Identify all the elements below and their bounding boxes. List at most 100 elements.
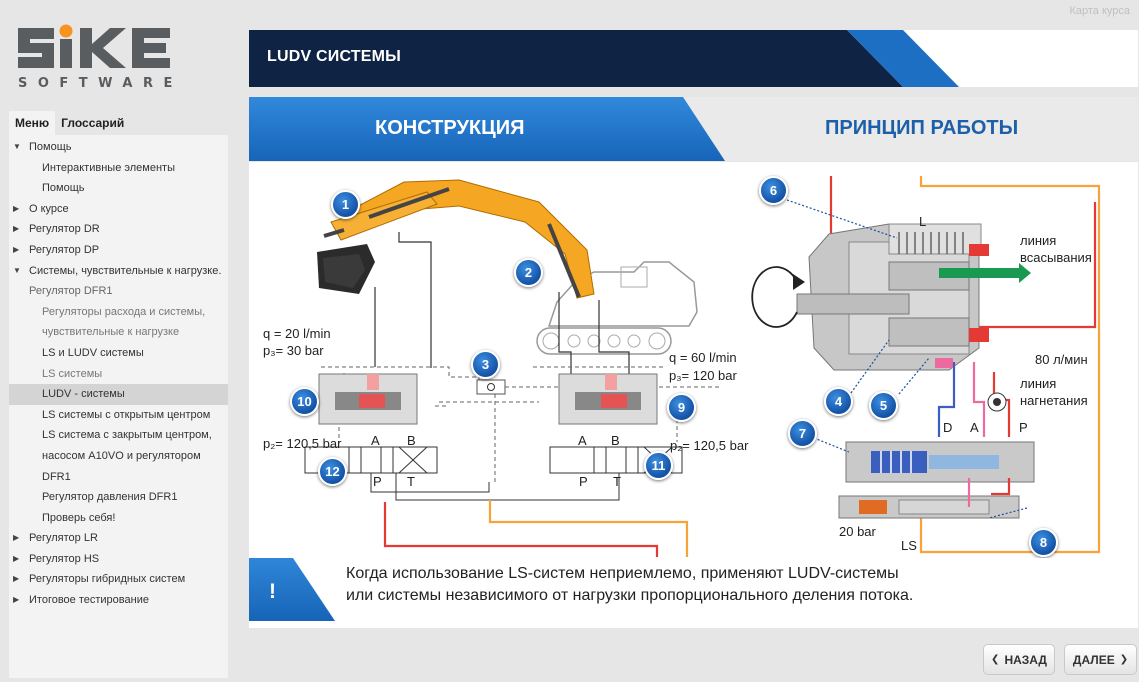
port-t-left: T (407, 474, 415, 489)
nav-item[interactable]: ▶Регулятор LR (9, 528, 228, 549)
info-note: ! Когда использование LS-систем неприемл… (249, 558, 1138, 621)
nav-item-label: Регуляторы гибридных систем (29, 573, 186, 586)
nav-item-label: LS системы (42, 367, 103, 380)
chevron-left-icon: ❮ (991, 654, 1000, 665)
nav-item[interactable]: LS системы с открытым центром (9, 405, 228, 426)
nav-item[interactable]: ▶Регулятор HS (9, 549, 228, 570)
nav-item-label: LUDV - системы (42, 388, 125, 401)
nav-item-label: Регуляторы расхода и системы, (42, 305, 206, 318)
triangle-down-icon: ▼ (13, 265, 21, 275)
label-pressure-p3-left: p₃= 30 bar (263, 343, 324, 358)
nav-item[interactable]: чувствительные к нагрузке (9, 322, 228, 343)
nav-item[interactable]: ▶ Регулятор DR (9, 219, 228, 240)
nav-item-label: LS и LUDV системы (42, 346, 144, 359)
marker-11[interactable]: 11 (644, 451, 673, 480)
port-b-left: B (407, 433, 416, 448)
course-map-link[interactable]: Карта курса (1069, 5, 1130, 17)
label-pressure-p2-right: p₂= 120,5 bar (670, 438, 749, 453)
diagram-drawing (304, 176, 1101, 557)
marker-7[interactable]: 7 (788, 419, 817, 448)
note-banner: ! (249, 558, 335, 621)
nav-tab-menu[interactable]: Меню (9, 111, 56, 135)
nav-item[interactable]: LS системы (9, 364, 228, 385)
nav-item[interactable]: ▶Регуляторы гибридных систем (9, 569, 228, 590)
port-b-right: B (611, 433, 620, 448)
nav-item-label: LS системы с открытым центром (42, 408, 211, 421)
label-pressure-p3-right: p₃= 120 bar (669, 368, 737, 383)
nav-item[interactable]: Помощь (9, 178, 228, 199)
chevron-right-icon: ❯ (1119, 654, 1129, 665)
triangle-right-icon: ▶ (13, 203, 20, 213)
port-l: L (919, 214, 927, 229)
nav-item-label: Регулятор HS (29, 552, 100, 565)
nav-item-label: Помощь (42, 182, 85, 195)
nav-item-label: О курсе (29, 202, 69, 215)
marker-2[interactable]: 2 (514, 258, 543, 287)
next-button-label: ДАЛЕЕ (1072, 652, 1115, 667)
marker-12[interactable]: 12 (318, 457, 347, 486)
port-a-left: A (371, 433, 380, 448)
nav-item-label: Регулятор DP (29, 243, 100, 256)
marker-6[interactable]: 6 (759, 176, 788, 205)
nav-item[interactable]: Проверь себя! (9, 508, 228, 529)
port-p-pump: P (1019, 420, 1028, 435)
marker-1[interactable]: 1 (331, 190, 360, 219)
label-pressure-line: линия нагнетания (1020, 376, 1088, 408)
nav-tabs: Меню Глоссарий (9, 111, 228, 135)
nav-item-label: Интерактивные элементы (42, 161, 175, 174)
label-flow-pump: 80 л/мин (1035, 352, 1088, 367)
ludv-diagram: q = 20 l/min p₃= 30 bar q = 60 l/min p₃=… (249, 162, 1138, 557)
nav-item-label: Регулятор DR (29, 223, 100, 236)
marker-5[interactable]: 5 (869, 391, 898, 420)
port-d: D (943, 420, 953, 435)
port-a-right: A (578, 433, 587, 448)
next-button[interactable]: ДАЛЕЕ ❯ (1064, 644, 1137, 675)
nav-item-label: Регулятор DFR1 (29, 285, 113, 298)
nav-item-label: Проверь себя! (42, 511, 116, 524)
nav-item-label: Помощь (29, 141, 72, 153)
nav-item[interactable]: насосом A10VO и регулятором (9, 446, 228, 467)
nav-item-label: чувствительные к нагрузке (42, 326, 180, 339)
tab-construction[interactable]: КОНСТРУКЦИЯ (375, 117, 525, 139)
nav-item-label: LS система с закрытым центром, (42, 429, 212, 442)
nav-item[interactable]: Регуляторы расхода и системы, (9, 302, 228, 323)
page-title: LUDV СИСТЕМЫ (267, 48, 402, 65)
port-p-left: P (373, 474, 382, 489)
nav-item-label: Системы, чувствительные к нагрузке. (29, 264, 222, 277)
exclamation-icon: ! (269, 580, 276, 603)
tab-principle[interactable]: ПРИНЦИП РАБОТЫ (825, 117, 1019, 139)
nav-item[interactable]: LUDV - системы (9, 384, 228, 405)
marker-3[interactable]: 3 (471, 350, 500, 379)
note-text: Когда использование LS-систем неприемлем… (346, 563, 913, 607)
nav-item[interactable]: Интерактивные элементы (9, 158, 228, 179)
marker-4[interactable]: 4 (824, 387, 853, 416)
page-header: LUDV СИСТЕМЫ (249, 30, 1138, 87)
nav-tab-glossary[interactable]: Глоссарий (61, 116, 125, 130)
nav-item[interactable]: ▶ О курсе (9, 199, 228, 220)
back-button[interactable]: ❮ НАЗАД (983, 644, 1055, 675)
nav-item[interactable]: ▼Помощь (9, 137, 228, 158)
nav-item[interactable]: LS система с закрытым центром, (9, 425, 228, 446)
nav-item-label: DFR1 (42, 470, 71, 483)
nav-item-label: Регулятор давления DFR1 (42, 491, 178, 504)
marker-8[interactable]: 8 (1029, 528, 1058, 557)
note-line-1: Когда использование LS-систем неприемлем… (346, 565, 899, 582)
nav-item[interactable]: DFR1 (9, 467, 228, 488)
port-a-pump: A (970, 420, 979, 435)
nav-item[interactable]: Регулятор давления DFR1 (9, 487, 228, 508)
nav-item[interactable]: ▼ Системы, чувствительные к нагрузке. (9, 261, 228, 282)
svg-text:SOFTWARE: SOFTWARE (18, 76, 183, 90)
nav-item[interactable]: ▶Итоговое тестирование (9, 590, 228, 611)
marker-10[interactable]: 10 (290, 387, 319, 416)
header-banner (249, 30, 1138, 87)
triangle-right-icon: ▶ (13, 224, 20, 234)
marker-9[interactable]: 9 (667, 393, 696, 422)
nav-item[interactable]: ▶Регулятор DP (9, 240, 228, 261)
label-20-bar: 20 bar (839, 524, 876, 539)
content-tabs: КОНСТРУКЦИЯ ПРИНЦИП РАБОТЫ (249, 97, 1138, 161)
label-ls: LS (901, 538, 917, 553)
excavator-drawing (317, 179, 698, 375)
nav-item[interactable]: Регулятор DFR1 (9, 281, 228, 302)
nav-item[interactable]: LS и LUDV системы (9, 343, 228, 364)
